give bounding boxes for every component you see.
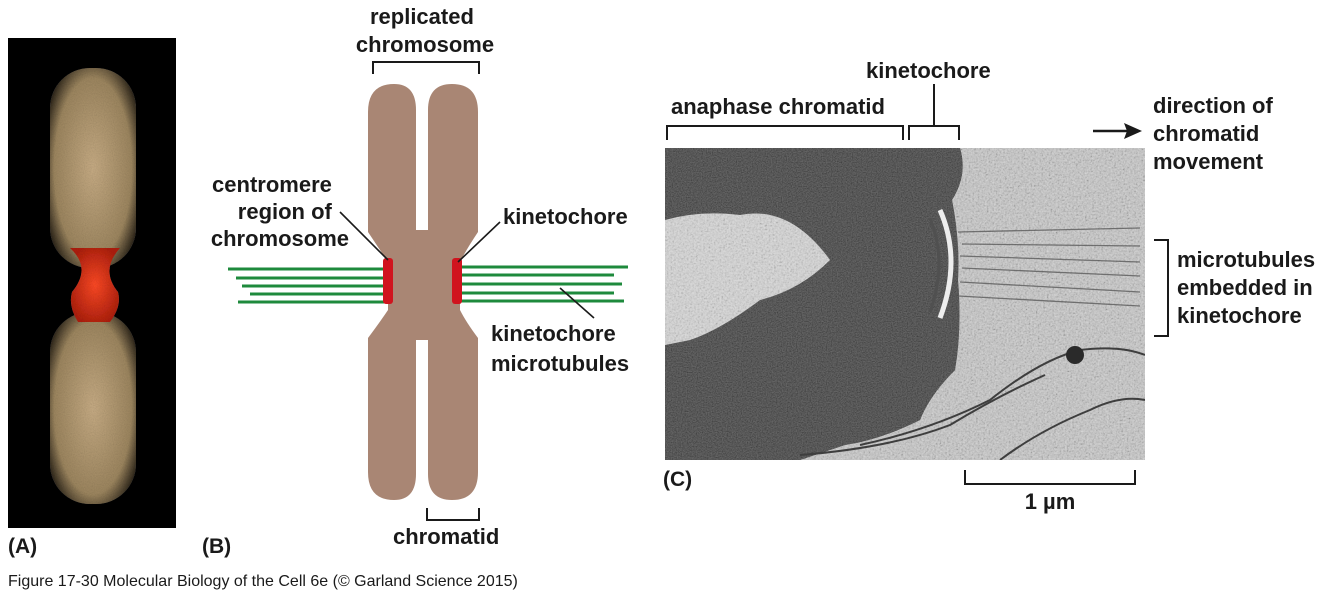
scale-bar [964,470,1136,485]
microtubules-embedded-label: microtubules embedded in kinetochore [1177,247,1321,328]
direction-label: direction of chromatid movement [1153,93,1279,174]
direction-arrow-head [1124,123,1142,139]
kinetochore-microtubules [228,265,628,304]
right-kinetochore [452,258,462,304]
replicated-chromosome-shape [368,84,478,500]
panel-c-micrograph [665,84,1169,485]
scale-bar-label: 1 µm [1025,489,1076,514]
centromere-stain [70,248,120,322]
microtubules-pointer [559,287,595,319]
centromere-label: centromere region of chromosome [211,172,349,251]
centromere-pointer [339,211,389,261]
kinetochore-label-b: kinetochore [503,204,628,229]
panel-a-label: (A) [8,535,37,558]
anaphase-chromatid-bracket [666,125,904,140]
lower-chromosome-arm [50,312,136,504]
em-microtubules [957,227,1141,307]
figure-caption: Figure 17-30 Molecular Biology of the Ce… [8,573,518,590]
kinetochore-plate [937,208,954,319]
kinetochore-pointer [457,221,501,263]
kinetochore-label-c: kinetochore [866,58,991,83]
anaphase-chromatid-label: anaphase chromatid [671,94,885,119]
upper-chromosome-arm [50,68,136,268]
replicated-chromosome-bracket [372,61,480,74]
em-vesicle [1066,346,1084,364]
chromatid-label: chromatid [393,524,499,549]
panel-b-diagram [228,61,628,521]
left-kinetochore [383,258,393,304]
chromatid-bracket [426,508,480,521]
microtubules-embedded-bracket [1154,239,1169,337]
em-membranes [799,347,1145,460]
panel-c-label: (C) [663,468,692,491]
replicated-chromosome-label: replicated chromosome [356,4,494,57]
panel-a-micrograph [8,38,176,528]
kinetochore-microtubules-label: kinetochore microtubules [491,321,629,376]
panel-b-label: (B) [202,535,231,558]
kinetochore-bracket-c [908,125,960,140]
